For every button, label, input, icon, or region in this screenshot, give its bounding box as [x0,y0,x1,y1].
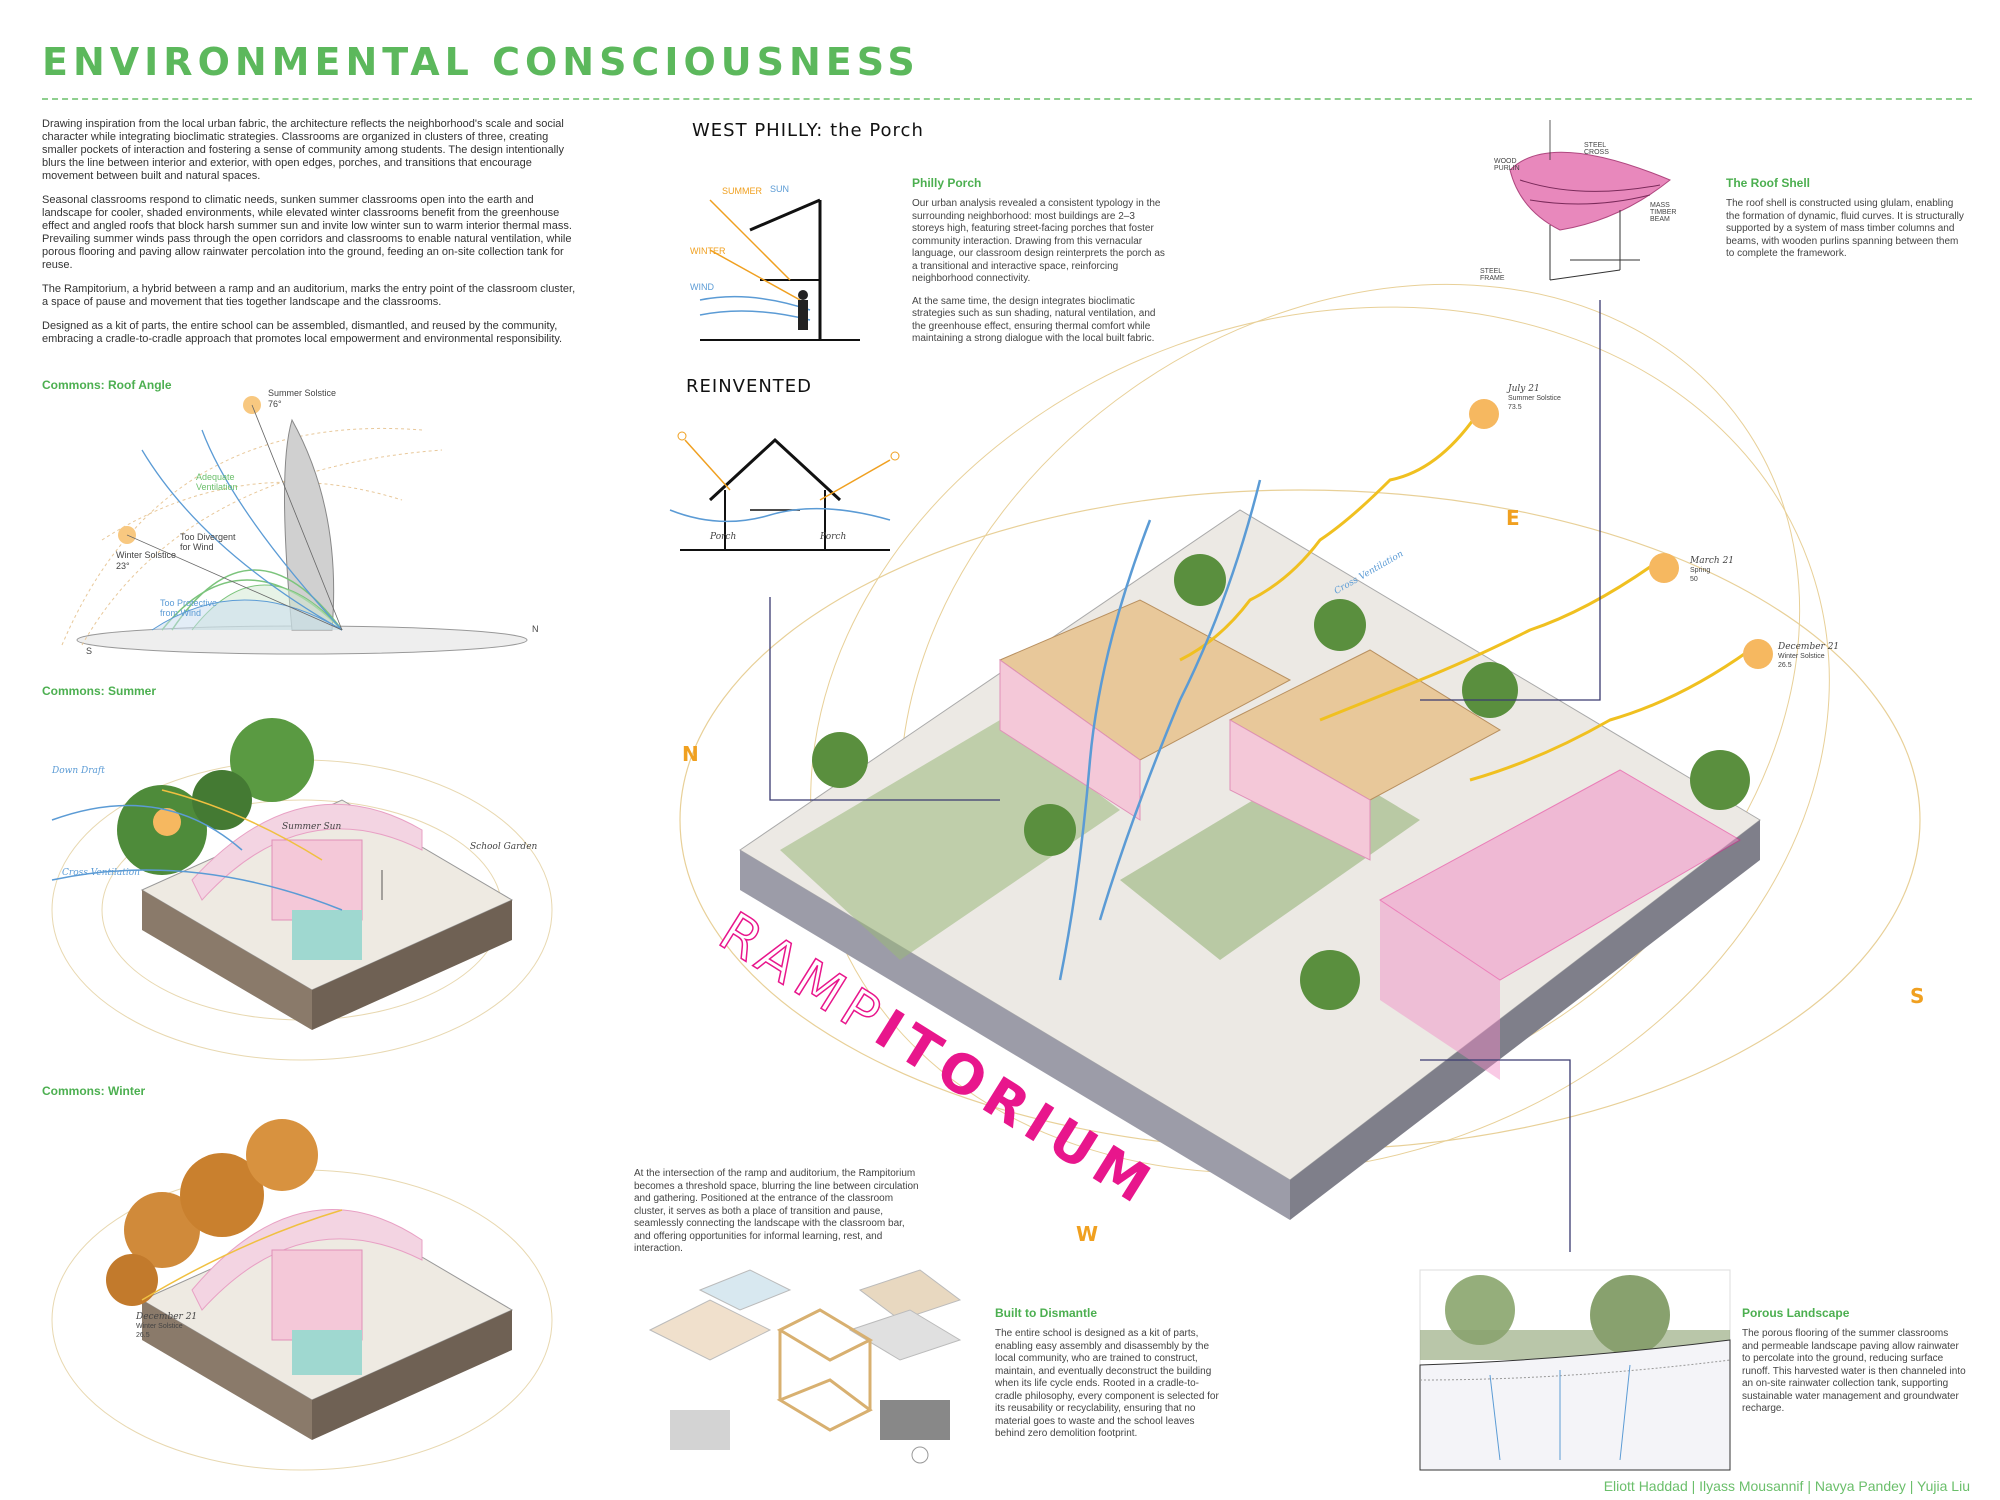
sketch-reinvented-title: REINVENTED [686,376,813,397]
porous-text: The porous flooring of the summer classr… [1742,1328,1966,1414]
mass-timber-beam-label: MASS TIMBER BEAM [1650,202,1677,223]
compass-west: W [1076,1222,1099,1246]
porch-left-label: Porch [710,532,737,542]
down-draft-label: Down Draft [52,766,105,776]
porous-landscape-section [1419,1269,1731,1471]
winter-axonometric [51,1119,553,1471]
march-label: March 21 [1690,556,1735,566]
sketch-winter-label: WINTER [690,246,726,256]
winter-solstice-deg: 26.5 [136,1332,150,1339]
north-marker: N [532,624,539,634]
july-sub-label: Summer Solstice [1508,395,1561,402]
compass-south: S [1910,984,1925,1008]
intro-paragraph-1: Drawing inspiration from the local urban… [42,118,564,182]
steel-frame-label: STEEL FRAME [1480,268,1505,282]
march-sub-label: Spring [1690,567,1711,574]
sketch-summer-label: SUMMER [722,186,762,196]
dismantle-text: The entire school is designed as a kit o… [995,1328,1219,1439]
winter-solstice-label: Winter Solstice [116,550,177,560]
philly-porch-paragraph-1: Our urban analysis revealed a consistent… [912,198,1165,284]
july-sun-icon [1469,399,1499,429]
cross-ventilation-label: Cross Ventilation [62,868,140,878]
reinvented-sketch [669,431,900,551]
december-sun-icon [1743,639,1773,669]
intro-paragraph-2: Seasonal classrooms respond to climatic … [42,194,572,271]
december-label: December 21 [1778,642,1840,652]
steel-cross-label: STEEL CROSS [1584,142,1609,156]
intro-paragraph-3: The Rampitorium, a hybrid between a ramp… [42,283,576,308]
march-deg-label: 50 [1690,576,1698,583]
roof-angle-diagram [61,396,528,655]
march-sun-icon [1649,553,1679,583]
sketch-west-philly-title: WEST PHILLY: the Porch [692,120,924,141]
sketch-wind-label: WIND [690,282,714,292]
philly-porch-paragraph-2: At the same time, the design integrates … [912,295,1156,345]
page-title: ENVIRONMENTAL CONSCIOUSNESS [42,40,920,84]
rampitorium-structure [1379,769,1741,981]
south-marker: S [86,646,93,656]
philly-porch-title: Philly Porch [912,176,982,190]
porch-sketch [699,198,860,341]
july-label: July 21 [1508,384,1540,394]
summer-solstice-label: Summer Solstice [268,388,337,398]
december-deg-label: 26.5 [1778,662,1792,669]
summer-label: Commons: Summer [42,684,157,698]
roof-shell-title: The Roof Shell [1726,176,1810,190]
wood-purlin-label: WOOD PURLIN [1494,158,1520,172]
summer-axonometric [51,718,553,1061]
summer-sun-icon [153,808,181,836]
philly-porch-text: Our urban analysis revealed a consistent… [912,198,1167,356]
porous-title: Porous Landscape [1742,1306,1850,1320]
too-protective-label: Too Protective from Wind [160,598,218,618]
intro-paragraph-4: Designed as a kit of parts, the entire s… [42,320,563,345]
summer-solstice-angle: 76° [268,399,282,409]
winter-date-label: December 21 [136,1312,198,1322]
adequate-ventilation-label: Adequate Ventilation [196,472,238,492]
porch-right-label: Porch [820,532,847,542]
winter-solstice-angle: 23° [116,561,130,571]
compass-east: E [1506,506,1520,530]
kit-of-parts-diagram [648,1269,962,1464]
winter-solstice-sub: Winter Solstice [136,1323,183,1330]
title-divider [42,98,1972,100]
roof-angle-label: Commons: Roof Angle [42,378,172,392]
intro-text: Drawing inspiration from the local urban… [42,118,582,357]
winter-label: Commons: Winter [42,1084,146,1098]
summer-sun-label: Summer Sun [282,822,342,832]
roof-shell-diagram [1509,120,1671,281]
july-deg-label: 73.5 [1508,404,1522,411]
school-garden-label: School Garden [470,842,538,852]
sketch-sun-label: SUN [770,184,790,194]
compass-north: N [682,742,699,766]
credits: Eliott Haddad | Ilyass Mousannif | Navya… [1603,1478,1970,1494]
too-divergent-label: Too Divergent for Wind [180,532,236,552]
roof-shell-text: The roof shell is constructed using glul… [1726,198,1964,259]
dismantle-title: Built to Dismantle [995,1306,1098,1320]
december-sub-label: Winter Solstice [1778,653,1825,660]
rampitorium-text: At the intersection of the ramp and audi… [634,1168,919,1254]
